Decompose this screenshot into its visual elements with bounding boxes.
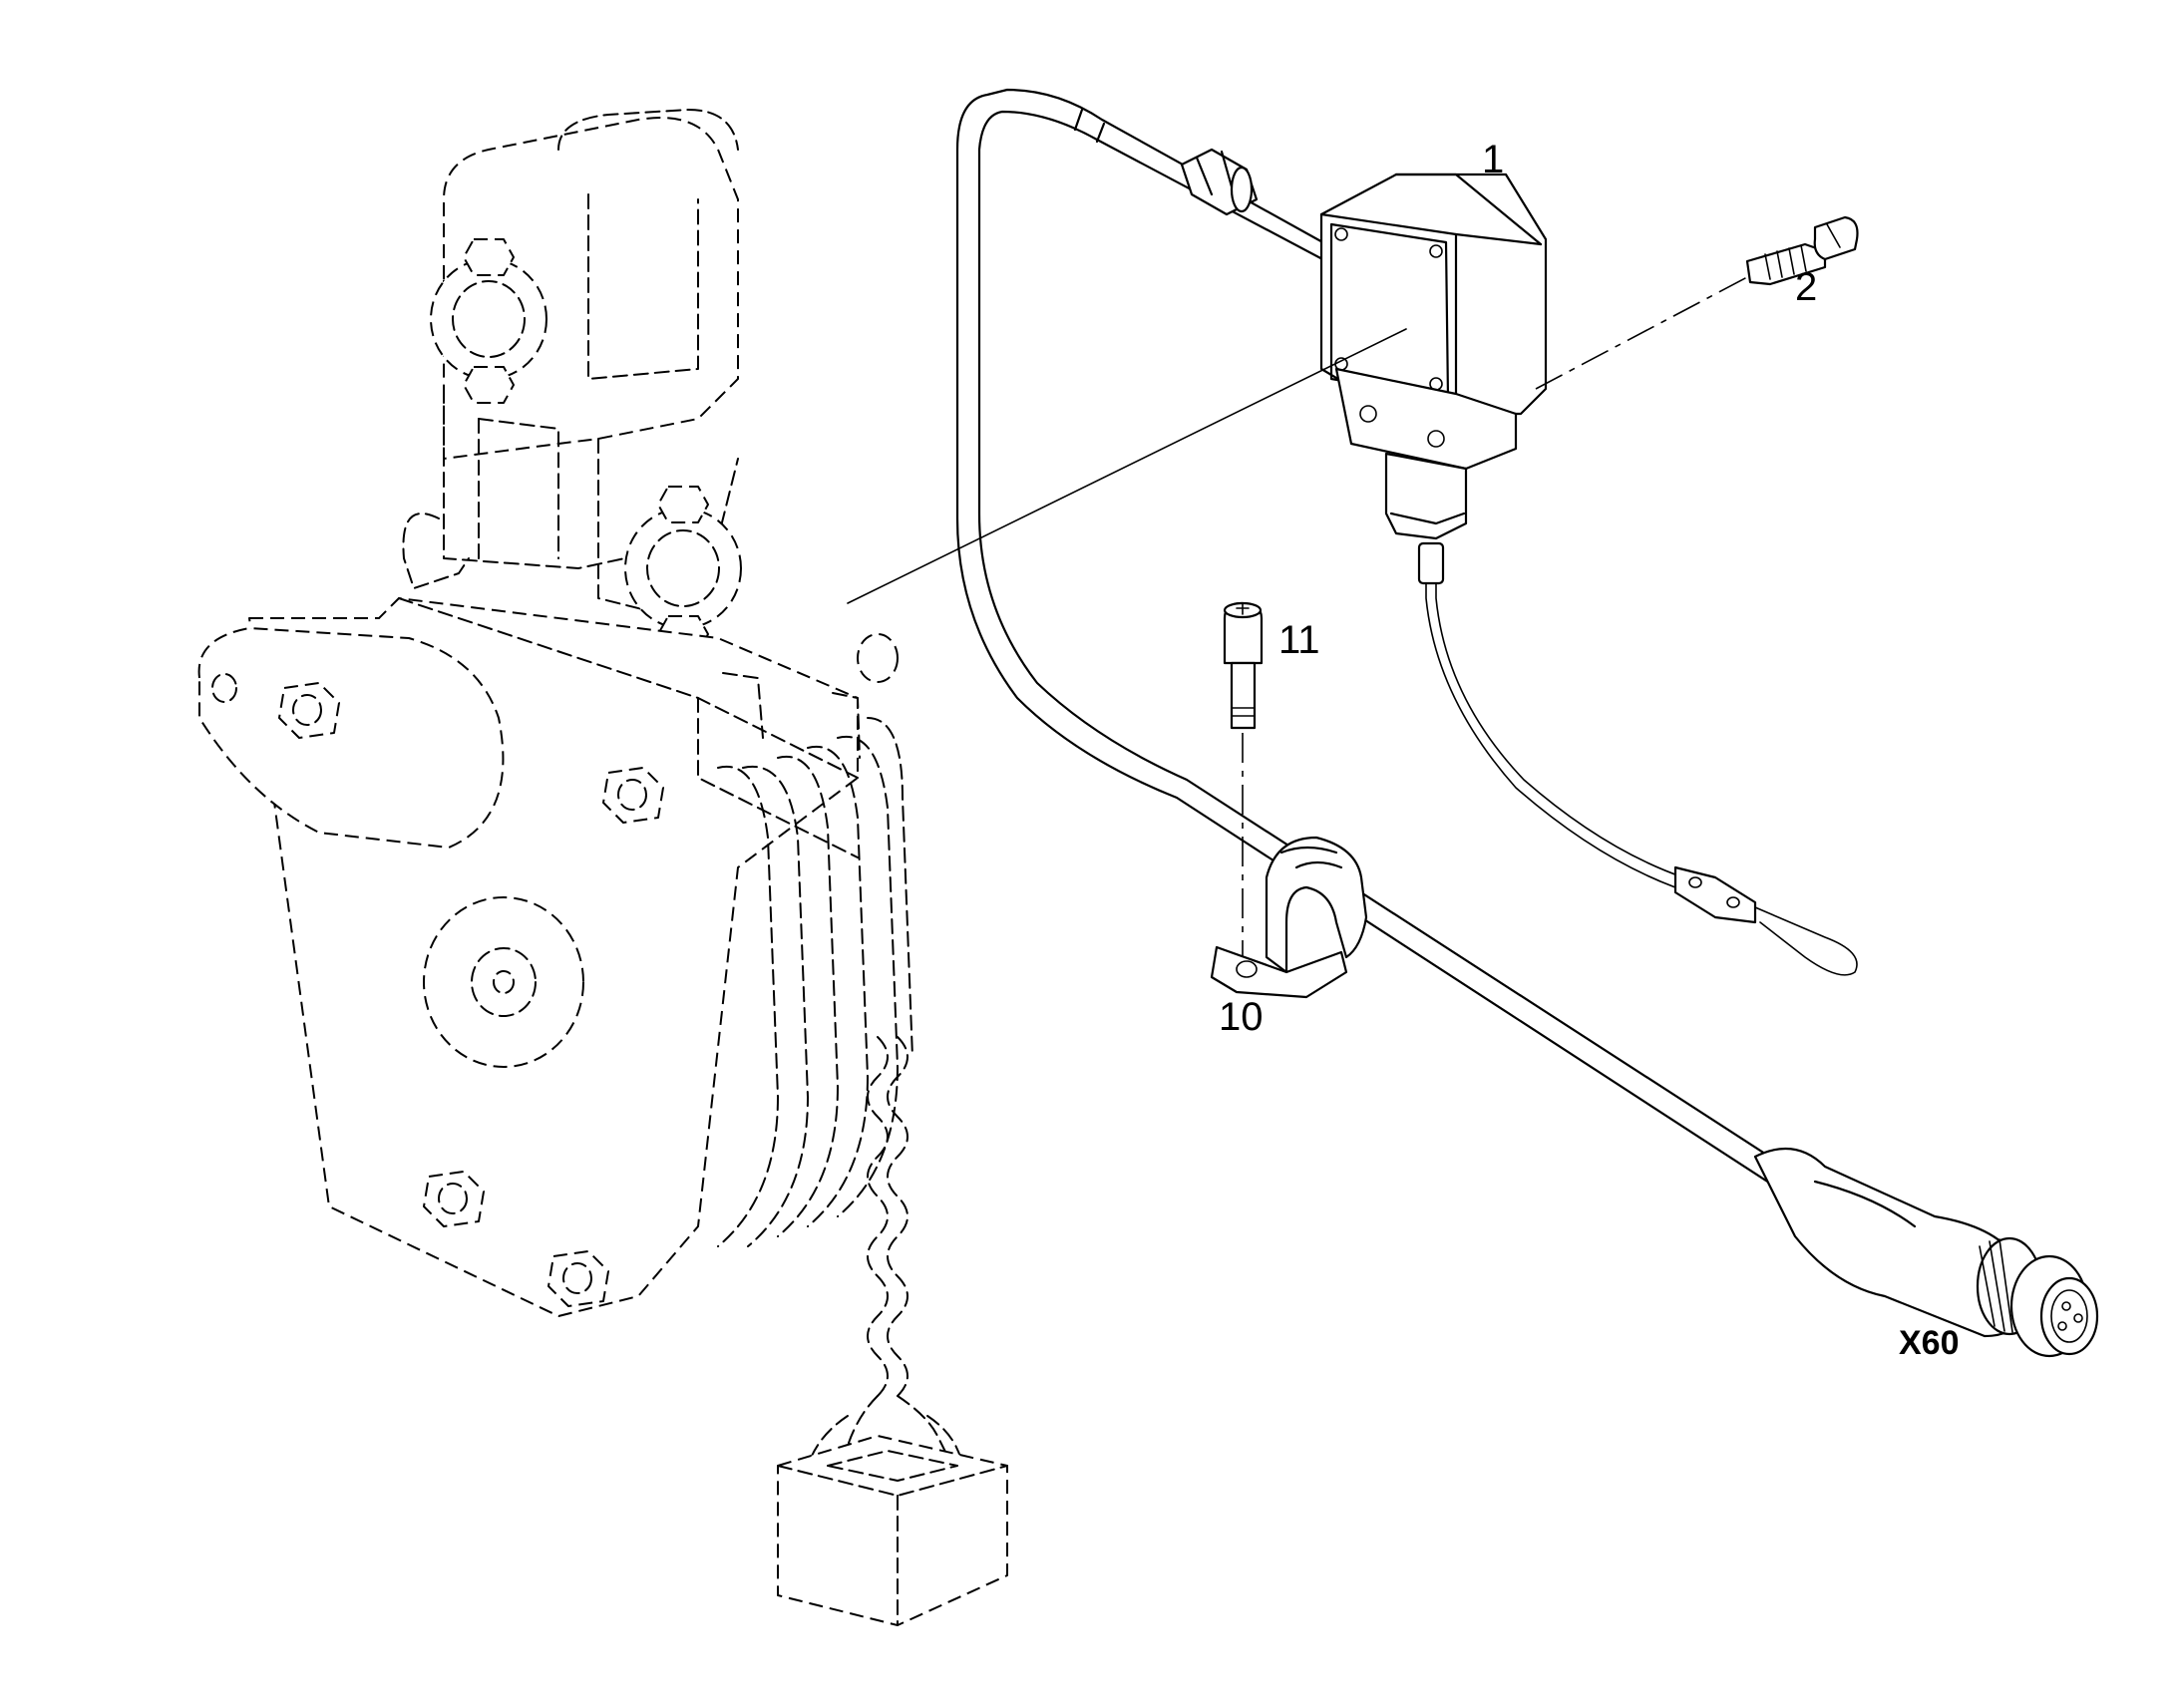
callout-part-11: 11 [1278, 618, 1320, 662]
cable-ferrule [1180, 148, 1259, 216]
bolt-lower-left [423, 1171, 485, 1227]
shackle-pin-lower [624, 486, 742, 653]
twisted-rope [802, 1036, 963, 1497]
leader-screw-2 [1535, 276, 1748, 390]
proximity-sensor [1319, 172, 1548, 540]
cap-screw-part-11 [1223, 601, 1264, 957]
bolt-mid-left [602, 767, 664, 824]
screw-part-2 [1745, 215, 1859, 286]
callout-connector-x60: X60 [1899, 1324, 1960, 1362]
cable-clamp-part-10 [1210, 836, 1368, 999]
pulley-housing [197, 597, 859, 1317]
callout-part-10: 10 [1219, 995, 1264, 1039]
bolt-upper-left [278, 682, 340, 739]
counterweight [777, 1435, 1008, 1626]
shackle [443, 109, 739, 619]
connector-x60 [1753, 1147, 2099, 1358]
cable-assembly [847, 88, 2099, 1358]
callout-part-1: 1 [1482, 138, 1505, 181]
housing-bolts [278, 682, 664, 1307]
leader-sensor-to-pulley [847, 328, 1407, 604]
pulley-sheaves [717, 633, 913, 1247]
bolt-lower-right [547, 1250, 609, 1307]
callout-part-2: 2 [1795, 265, 1818, 309]
shackle-pin-upper [430, 238, 547, 404]
signal-wire [1417, 541, 1858, 976]
pulley-block-assembly [197, 109, 1008, 1626]
